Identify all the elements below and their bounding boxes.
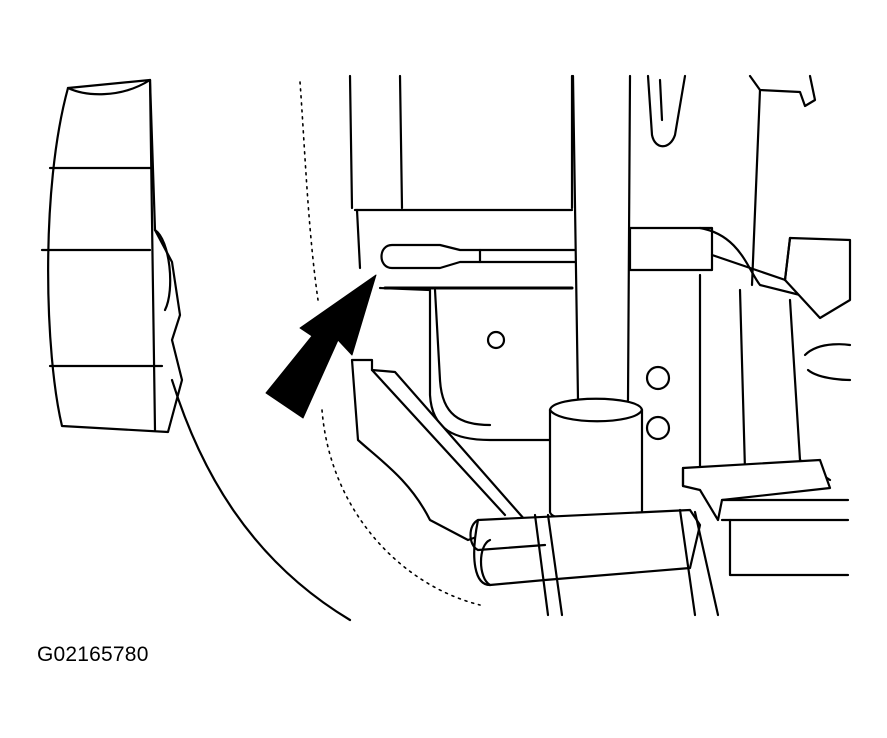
- upper-frame: [350, 76, 572, 208]
- left-cylinder-component: [42, 80, 182, 432]
- dotted-boundary-upper: [300, 82, 318, 300]
- vertical-shaft: [550, 76, 642, 522]
- dotted-boundary-lower: [322, 410, 480, 605]
- lower-bracket: [683, 460, 848, 575]
- cross-rod: [471, 510, 719, 615]
- callout-arrow: [266, 275, 376, 418]
- sloping-brace: [352, 360, 525, 540]
- figure-id-label: G02165780: [37, 643, 149, 666]
- right-housing: [488, 76, 850, 480]
- housing-outline-curve: [172, 380, 350, 620]
